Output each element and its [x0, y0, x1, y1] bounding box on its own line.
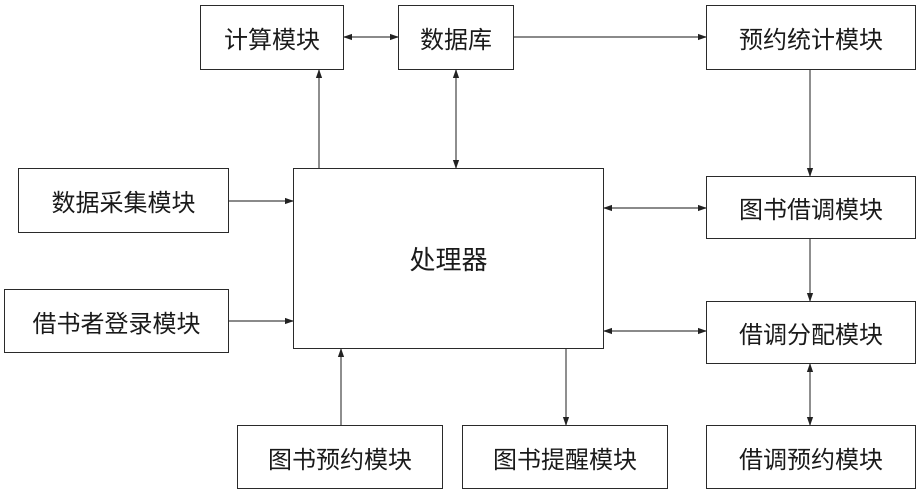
data-collection-label: 数据采集模块 [52, 183, 196, 218]
processor-box: 处理器 [293, 168, 604, 349]
database-label: 数据库 [420, 20, 492, 55]
transfer-allocation-label: 借调分配模块 [739, 315, 883, 350]
borrower-login-label: 借书者登录模块 [33, 304, 201, 339]
book-transfer-label: 图书借调模块 [739, 190, 883, 225]
book-reservation-module: 图书预约模块 [237, 425, 443, 489]
calc-module-label: 计算模块 [224, 20, 320, 55]
reservation-stats-label: 预约统计模块 [739, 20, 883, 55]
book-reservation-label: 图书预约模块 [268, 440, 412, 475]
calc-module: 计算模块 [200, 5, 344, 70]
book-reminder-module: 图书提醒模块 [462, 425, 668, 489]
reservation-stats-module: 预约统计模块 [706, 5, 916, 70]
book-reminder-label: 图书提醒模块 [493, 440, 637, 475]
borrower-login-module: 借书者登录模块 [4, 289, 229, 353]
transfer-reservation-module: 借调预约模块 [706, 425, 916, 489]
data-collection-module: 数据采集模块 [18, 168, 229, 233]
transfer-allocation-module: 借调分配模块 [706, 301, 916, 364]
transfer-reservation-label: 借调预约模块 [739, 440, 883, 475]
database-box: 数据库 [398, 5, 514, 70]
processor-label: 处理器 [409, 240, 487, 277]
book-transfer-module: 图书借调模块 [706, 176, 916, 239]
